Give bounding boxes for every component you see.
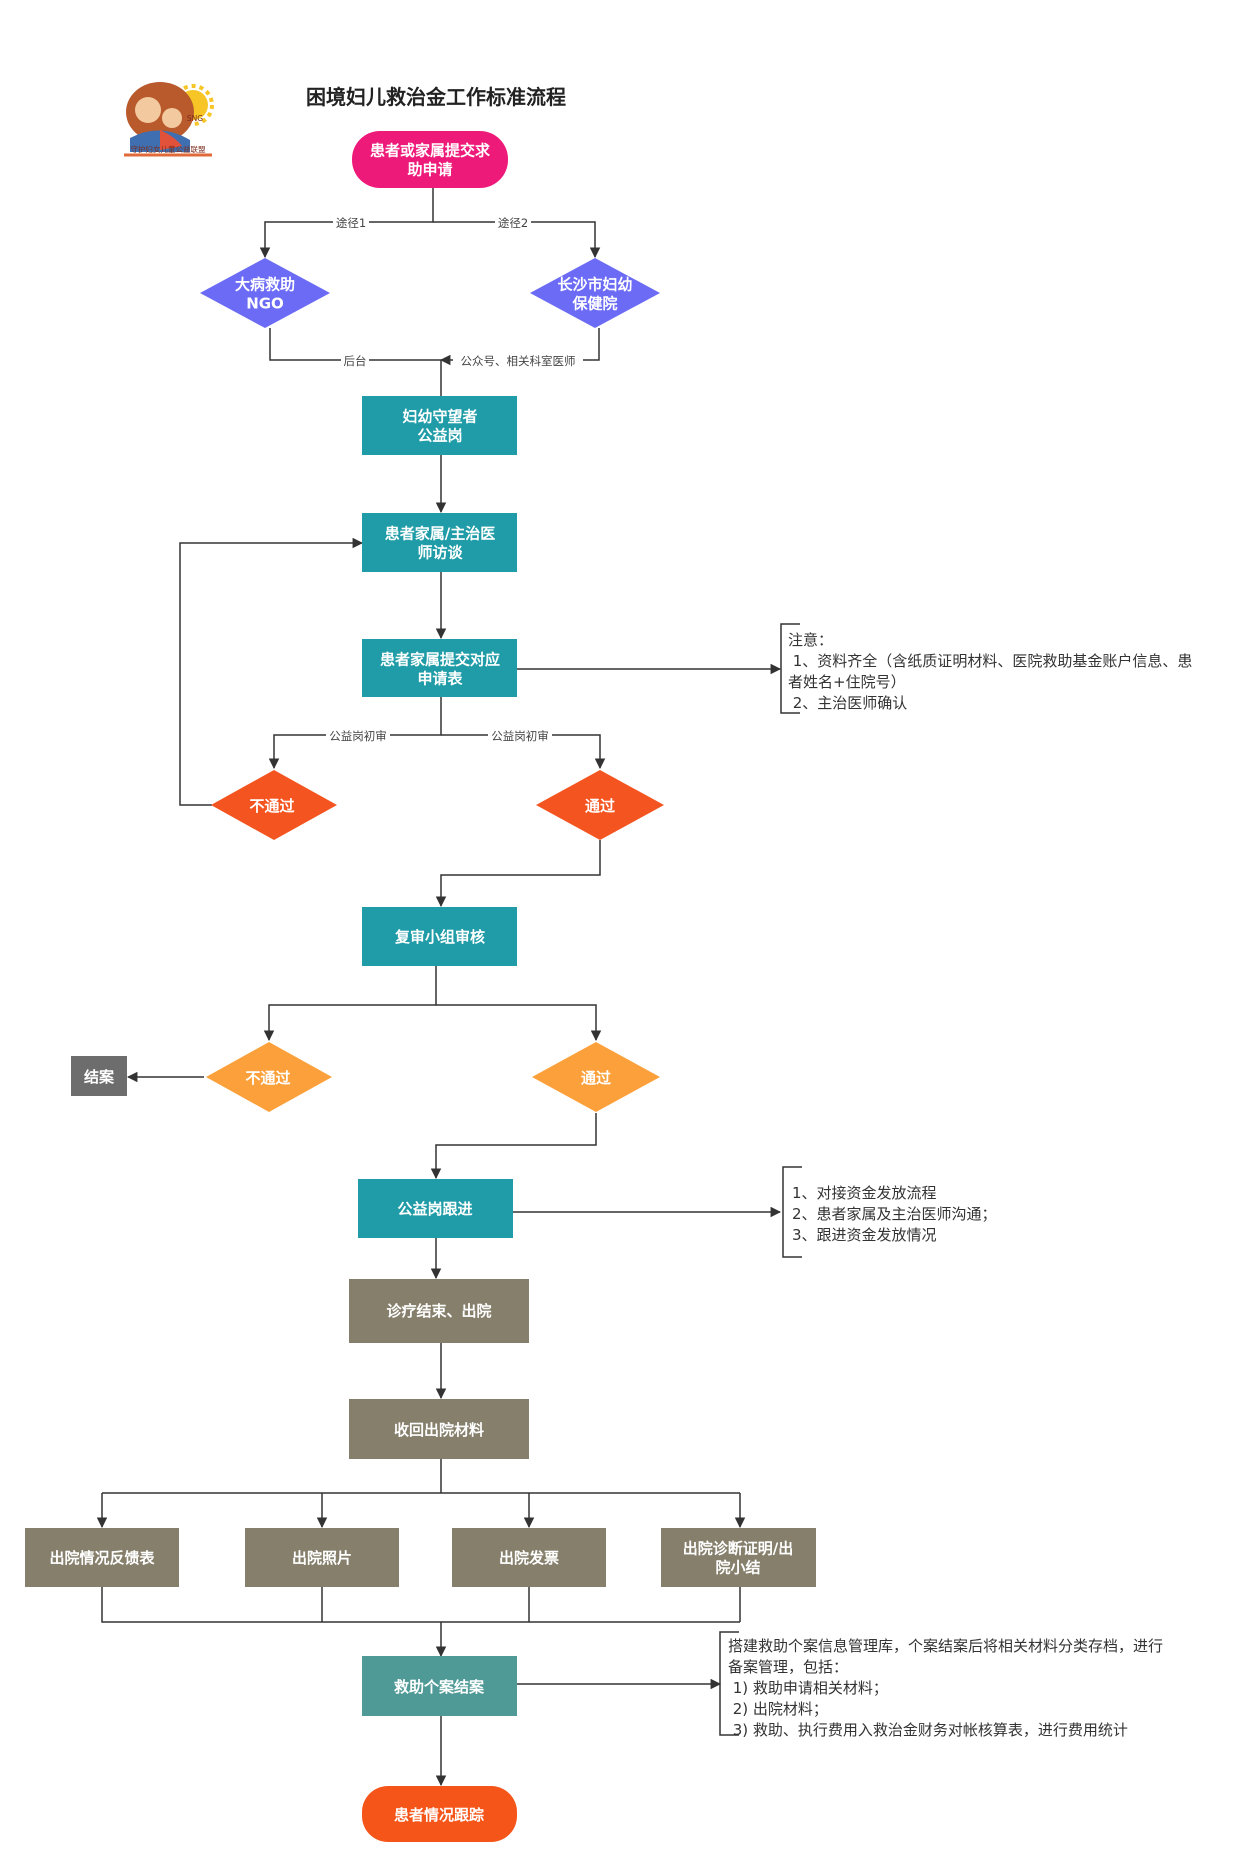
- node-collect[interactable]: 收回出院材料: [349, 1399, 529, 1459]
- node-changsha-label: 长沙市妇幼保健院: [557, 276, 632, 313]
- note3-bracket: [719, 1631, 739, 1736]
- node-reject1-label: 不通过: [249, 797, 294, 815]
- node-discharge-label: 诊疗结束、出院: [386, 1302, 491, 1320]
- node-interview-label: 患者家属/主治医师访谈: [385, 525, 495, 562]
- edge-merge-bus: [101, 1587, 740, 1623]
- node-diagnosis[interactable]: 出院诊断证明/出院小结: [661, 1528, 816, 1587]
- node-patient-tracking-label: 患者情况跟踪: [394, 1806, 484, 1824]
- node-reject2-label: 不通过: [245, 1069, 290, 1087]
- node-diagnosis-label: 出院诊断证明/出院小结: [683, 1540, 793, 1577]
- node-follow-up-label: 公益岗跟进: [397, 1200, 472, 1218]
- node-discharge[interactable]: 诊疗结束、出院: [349, 1279, 529, 1343]
- node-submit-form[interactable]: 患者家属提交对应申请表: [362, 639, 517, 697]
- edge-label-initial-review-right: 公益岗初审: [491, 729, 549, 743]
- node-reject2[interactable]: 不通过: [206, 1042, 332, 1112]
- edge-review-reject2: [263, 966, 437, 1042]
- page-title: 困境妇儿救治金工作标准流程: [306, 85, 566, 109]
- node-feedback-form[interactable]: 出院情况反馈表: [25, 1528, 179, 1587]
- logo-caption: 守护妇女儿童公益联盟: [131, 144, 206, 154]
- edge-route2: [433, 221, 601, 259]
- node-pass2-label: 通过: [581, 1069, 611, 1087]
- node-case-closure[interactable]: 救助个案结案: [362, 1656, 517, 1716]
- edge-review-pass2: [436, 1004, 602, 1042]
- node-pass1-label: 通过: [585, 797, 615, 815]
- logo: SNG 守护妇女儿童公益联盟: [124, 82, 214, 157]
- edge-pass2-followup: [430, 1113, 597, 1180]
- edge-pass1-review: [435, 840, 601, 908]
- node-case-closure-label: 救助个案结案: [394, 1678, 485, 1696]
- node-invoice-label: 出院发票: [499, 1549, 559, 1567]
- notes: 注意： 1、资料齐全（含纸质证明材料、医院救助基金账户信息、患者姓名+住院号） …: [719, 623, 1192, 1739]
- node-reject1[interactable]: 不通过: [211, 770, 337, 840]
- node-invoice[interactable]: 出院发票: [452, 1528, 606, 1587]
- note3-text: 搭建救助个案信息管理库，个案结案后将相关材料分类存档，进行备案管理，包括： 1)…: [728, 1637, 1163, 1739]
- node-pass1[interactable]: 通过: [536, 770, 664, 840]
- node-guardian-label: 妇幼守望者公益岗: [401, 408, 477, 445]
- node-follow-up[interactable]: 公益岗跟进: [358, 1179, 513, 1238]
- node-review-group-label: 复审小组审核: [394, 928, 485, 946]
- node-changsha[interactable]: 长沙市妇幼保健院: [530, 258, 660, 328]
- node-start[interactable]: 患者或家属提交求助申请: [352, 131, 508, 188]
- node-photos[interactable]: 出院照片: [245, 1528, 399, 1587]
- node-start-label: 患者或家属提交求助申请: [370, 142, 491, 179]
- node-pass2[interactable]: 通过: [532, 1042, 660, 1112]
- edge-label-public-account: 公众号、相关科室医师: [461, 354, 576, 368]
- note1-text: 注意： 1、资料齐全（含纸质证明材料、医院救助基金账户信息、患者姓名+住院号） …: [788, 631, 1192, 712]
- node-guardian[interactable]: 妇幼守望者公益岗: [362, 396, 517, 455]
- node-close-case[interactable]: 结案: [71, 1056, 127, 1096]
- node-submit-form-label: 患者家属提交对应申请表: [380, 651, 500, 688]
- note2-bracket: [782, 1166, 802, 1258]
- note1-bracket: [780, 623, 800, 714]
- node-review-group[interactable]: 复审小组审核: [362, 907, 517, 966]
- edge-label-backend: 后台: [344, 354, 367, 368]
- edge-label-initial-review-left: 公益岗初审: [329, 729, 387, 743]
- edge-reject1-loop: [179, 537, 364, 806]
- edge-label-route1: 途径1: [336, 216, 366, 230]
- logo-badge: SNG: [187, 114, 203, 123]
- node-close-case-label: 结案: [84, 1068, 115, 1086]
- node-collect-label: 收回出院材料: [394, 1421, 484, 1439]
- node-feedback-form-label: 出院情况反馈表: [49, 1549, 155, 1567]
- node-interview[interactable]: 患者家属/主治医师访谈: [362, 513, 517, 572]
- node-photos-label: 出院照片: [292, 1549, 352, 1567]
- edge-labels: 途径1 途径2 后台 公众号、相关科室医师 公益岗初审 公益岗初审: [326, 215, 583, 743]
- edge-label-route2: 途径2: [498, 216, 528, 230]
- family-icon: [126, 82, 194, 152]
- node-patient-tracking[interactable]: 患者情况跟踪: [362, 1786, 517, 1842]
